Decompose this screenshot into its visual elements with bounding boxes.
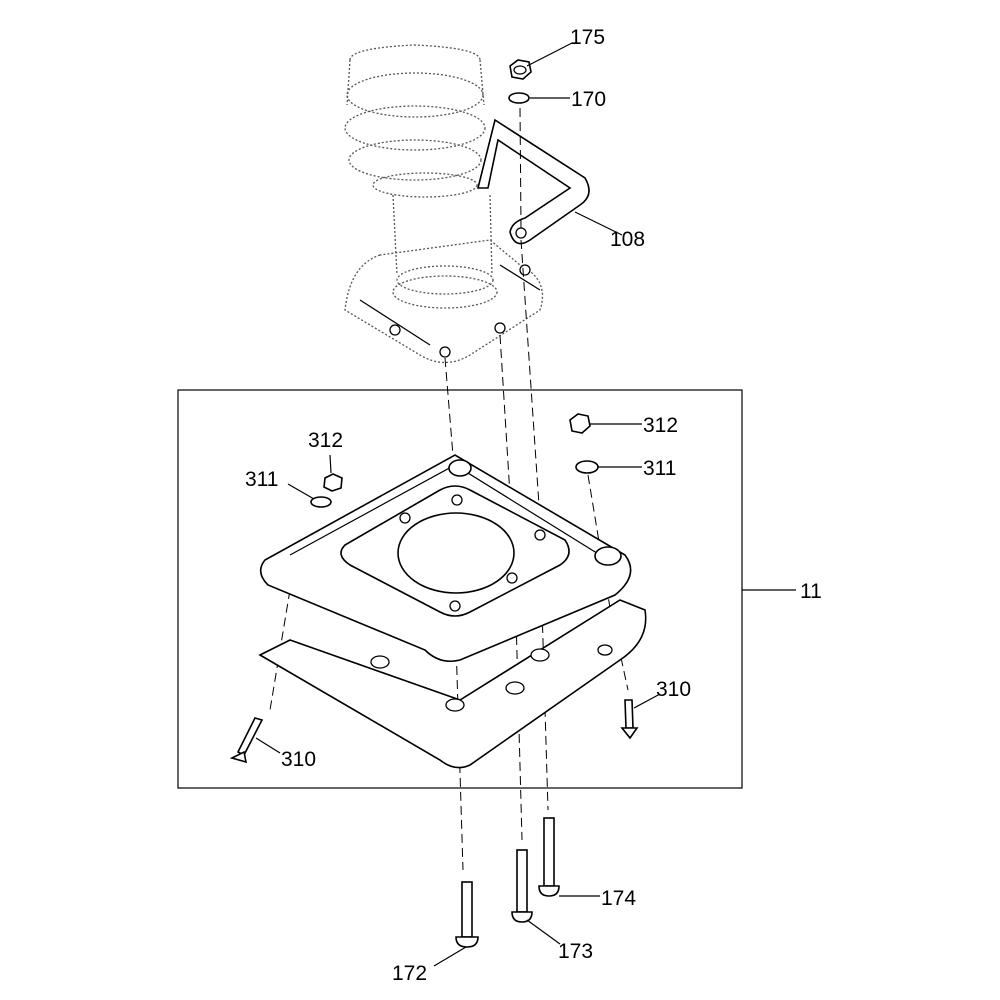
nut-175 (509, 59, 532, 80)
callout-174: 174 (601, 887, 636, 910)
callout-310-right: 310 (656, 678, 691, 701)
callout-173: 173 (558, 940, 593, 963)
callout-108: 108 (610, 228, 645, 251)
assembly-boundary-11 (177, 389, 743, 789)
screw-310-right (620, 699, 639, 740)
callout-11: 11 (800, 580, 822, 603)
callout-311-left: 311 (245, 468, 278, 491)
callout-312-left: 312 (308, 429, 343, 452)
callout-312-right: 312 (643, 414, 678, 437)
bellows-phantom (344, 44, 498, 309)
washer-311-left (310, 496, 332, 508)
base-plate (259, 454, 632, 663)
shoe-plate (258, 599, 647, 769)
callout-175: 175 (570, 26, 605, 49)
handle-part (476, 118, 590, 245)
nut-312-left (323, 473, 343, 492)
bolt-172 (455, 881, 479, 948)
callout-170: 170 (571, 88, 606, 111)
bolt-173 (511, 849, 533, 923)
guide-flange-phantom (344, 239, 544, 364)
callout-310-left: 310 (281, 748, 316, 771)
nut-312-right (569, 413, 591, 434)
bolt-174 (538, 817, 560, 897)
callout-311-right: 311 (643, 457, 676, 480)
callout-172: 172 (392, 962, 427, 985)
screw-310-left (229, 717, 264, 764)
washer-170 (508, 92, 530, 104)
leader-lines (255, 42, 796, 967)
washer-311-right (575, 460, 599, 474)
